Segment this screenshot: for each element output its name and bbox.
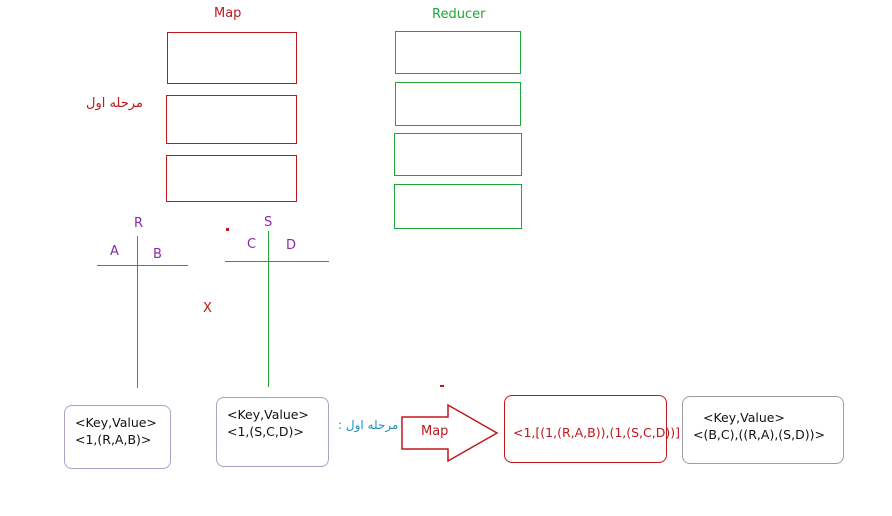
card-r-line2: <1,(R,A,B)> <box>75 432 152 447</box>
map-box-1 <box>167 32 297 84</box>
card-output-line2: <(B,C),((R,A),(S,D))> <box>693 427 825 442</box>
cross-product-symbol: X <box>203 301 212 316</box>
card-s-line2: <1,(S,C,D)> <box>227 424 304 439</box>
card-output-line1: <Key,Value> <box>703 410 785 425</box>
table-s-vline <box>268 231 269 387</box>
reducer-box-4 <box>394 184 522 229</box>
reducer-header: Reducer <box>432 7 486 22</box>
table-r-col-b: B <box>153 247 162 262</box>
map-arrow-icon <box>401 403 499 463</box>
map-arrow-label: Map <box>421 424 449 439</box>
table-s-hline <box>225 261 329 262</box>
card-r-key-value: <Key,Value> <1,(R,A,B)> <box>64 405 171 469</box>
table-s-name: S <box>264 215 273 230</box>
card-merged-value: <1,[(1,(R,A,B)),(1,(S,C,D))] <box>504 395 680 463</box>
card-s-line1: <Key,Value> <box>227 407 309 422</box>
table-r-vline <box>137 236 138 388</box>
map-box-3 <box>166 155 297 202</box>
card-output-key-value: <Key,Value> <(B,C),((R,A),(S,D))> <box>682 396 844 464</box>
card-r-line1: <Key,Value> <box>75 415 157 430</box>
reducer-box-3 <box>394 133 522 176</box>
card-merged-line1: <1,[(1,(R,A,B)),(1,(S,C,D))] <box>513 425 680 440</box>
table-r-hline <box>97 265 188 266</box>
table-r-name: R <box>134 216 144 231</box>
table-r-col-a: A <box>110 244 119 259</box>
reducer-box-2 <box>395 82 521 126</box>
map-box-2 <box>166 95 297 144</box>
table-s-col-c: C <box>247 237 257 252</box>
table-s-col-d: D <box>286 238 297 253</box>
stray-dot-1 <box>226 228 229 231</box>
stage-label: مرحله اول <box>86 96 143 111</box>
stray-dot-2 <box>440 385 444 387</box>
stage-label-colon: مرحله اول : <box>338 418 399 432</box>
map-header: Map <box>214 6 242 21</box>
reducer-box-1 <box>395 31 521 74</box>
card-s-key-value: <Key,Value> <1,(S,C,D)> <box>216 397 329 467</box>
